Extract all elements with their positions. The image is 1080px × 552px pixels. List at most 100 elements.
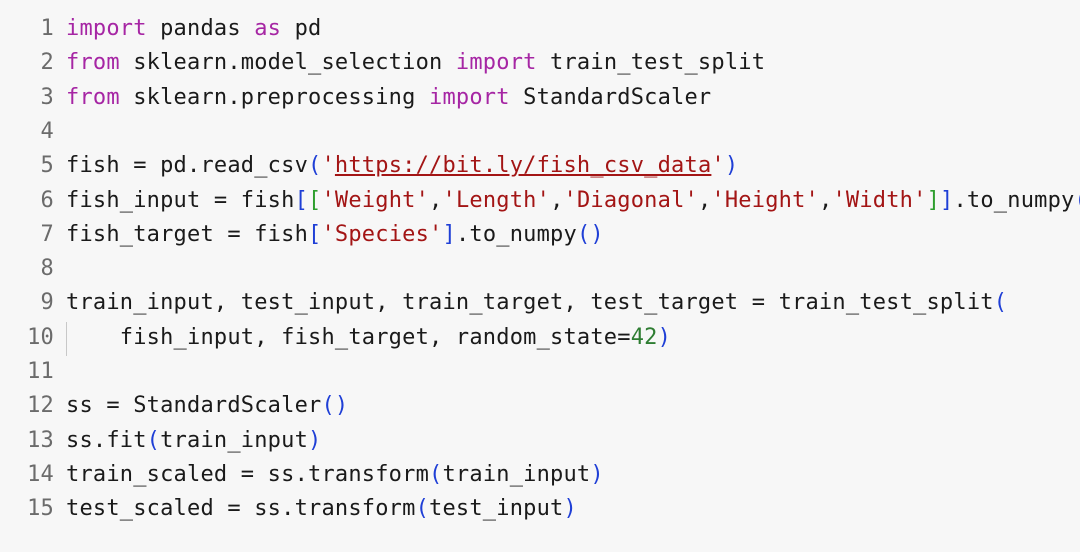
code-token: fish_input, fish_target, random_state= [66, 324, 631, 350]
code-token: import [455, 50, 537, 76]
code-token: test_scaled = ss.transform [66, 496, 416, 522]
code-line[interactable]: 14 train_scaled = ss.transform(train_inpu… [0, 458, 604, 492]
line-code: train_scaled = ss.transform(train_input) [66, 458, 604, 492]
code-token: ) [657, 324, 672, 350]
line-number: 1 [40, 16, 54, 41]
code-token: ) [563, 496, 577, 522]
code-token: [ [308, 187, 322, 213]
code-line[interactable]: 8 [0, 252, 66, 286]
code-token: ( [146, 427, 161, 453]
code-token: fish_input = fish [66, 187, 295, 213]
code-token: 'Height' [711, 187, 819, 213]
code-token: pandas [146, 16, 255, 41]
code-line[interactable]: 3 from sklearn.preprocessing import Stand… [0, 81, 712, 115]
code-token: ( [993, 290, 1008, 316]
code-token: .to_numpy [455, 221, 577, 247]
code-token: sklearn.preprocessing [119, 84, 430, 110]
code-token: ( [415, 496, 430, 522]
code-token: fish_target = fish [66, 221, 309, 247]
line-number: 9 [40, 290, 54, 316]
code-token: import [66, 16, 147, 41]
code-token: train_test_split [536, 50, 766, 76]
line-number: 5 [40, 153, 54, 179]
code-token: ' [321, 153, 335, 179]
code-line[interactable]: 5 fish = pd.read_csv('https://bit.ly/fish… [0, 149, 739, 183]
code-token: .to_numpy [953, 187, 1075, 213]
line-code: test_scaled = ss.transform(test_input) [66, 492, 577, 526]
code-token: as [254, 16, 282, 41]
line-number: 15 [27, 496, 54, 522]
line-code: from sklearn.model_selection import trai… [66, 46, 765, 80]
line-code: from sklearn.preprocessing import Standa… [66, 81, 711, 115]
code-token: [ [294, 187, 309, 213]
code-token: 'Diagonal' [563, 187, 698, 213]
line-number: 11 [27, 359, 54, 384]
code-line[interactable]: 11 [0, 355, 66, 389]
code-token: 42 [630, 324, 658, 350]
code-token: 'Width' [832, 187, 927, 213]
code-token: from [66, 50, 120, 76]
code-line[interactable]: 13 ss.fit(train_input) [0, 424, 321, 458]
code-token: , [818, 187, 833, 213]
code-token: ( [429, 461, 443, 487]
line-code: fish = pd.read_csv('https://bit.ly/fish_… [66, 149, 738, 183]
code-token: ] [940, 187, 954, 213]
line-code: fish_input = fish[['Weight','Length','Di… [66, 184, 1080, 218]
code-line[interactable]: 7 fish_target = fish['Species'].to_numpy(… [0, 218, 604, 252]
line-number: 12 [27, 393, 54, 419]
code-token: pd [281, 16, 322, 41]
line-code: import pandas as pd [66, 12, 321, 46]
line-number: 4 [40, 118, 54, 144]
line-number: 14 [27, 461, 54, 487]
code-token: from [66, 84, 120, 110]
code-token: fish = pd.read_csv [66, 153, 309, 179]
line-number: 6 [40, 187, 54, 213]
line-number: 10 [27, 324, 54, 350]
code-token: 'Weight' [321, 187, 430, 213]
code-token: ' [711, 153, 725, 179]
code-token: train_scaled = ss.transform [66, 461, 430, 487]
code-token: train_input [442, 461, 591, 487]
code-token: 'Length' [442, 187, 551, 213]
code-token: [ [308, 221, 322, 247]
code-token: ] [926, 187, 941, 213]
line-code: fish_target = fish['Species'].to_numpy() [66, 218, 604, 252]
code-token: 'Species' [321, 221, 443, 247]
code-line[interactable]: 10 fish_input, fish_target, random_state… [0, 321, 671, 355]
code-token: , [697, 187, 712, 213]
line-code: ss.fit(train_input) [66, 424, 321, 458]
line-number: 13 [27, 427, 54, 453]
code-token: ] [442, 221, 456, 247]
line-code: ss = StandardScaler() [66, 389, 348, 423]
line-code: fish_input, fish_target, random_state=42… [66, 321, 671, 355]
code-token: StandardScaler [509, 84, 712, 110]
code-token: train_input, test_input, train_target, t… [66, 290, 994, 316]
code-token: ss.fit [66, 427, 147, 453]
code-line[interactable]: 12 ss = StandardScaler() [0, 389, 348, 423]
code-token: test_input [429, 496, 564, 522]
code-token: train_input [160, 427, 309, 453]
code-token: ( [308, 153, 322, 179]
code-line[interactable]: 1 import pandas as pd [0, 12, 322, 46]
line-code: train_input, test_input, train_target, t… [66, 286, 1007, 320]
code-token: import [429, 84, 510, 110]
code-line[interactable]: 15 test_scaled = ss.transform(test_input) [0, 492, 577, 526]
indent-guide [66, 322, 67, 356]
code-line[interactable]: 4 [0, 115, 66, 149]
code-token: () [1074, 188, 1080, 213]
code-token: ) [724, 153, 739, 179]
line-number: 2 [40, 50, 54, 76]
code-token: sklearn.model_selection [119, 50, 456, 76]
code-token: ) [590, 461, 604, 487]
code-token: ) [308, 427, 322, 453]
line-number: 7 [40, 221, 54, 247]
code-token: ss = StandardScaler [66, 393, 322, 419]
code-line[interactable]: 2 from sklearn.model_selection import tra… [0, 46, 765, 80]
code-line[interactable]: 9 train_input, test_input, train_target, … [0, 286, 1007, 320]
code-token: , [429, 187, 443, 213]
line-number: 3 [40, 84, 54, 110]
code-token: () [321, 393, 349, 419]
line-number: 8 [40, 256, 54, 282]
